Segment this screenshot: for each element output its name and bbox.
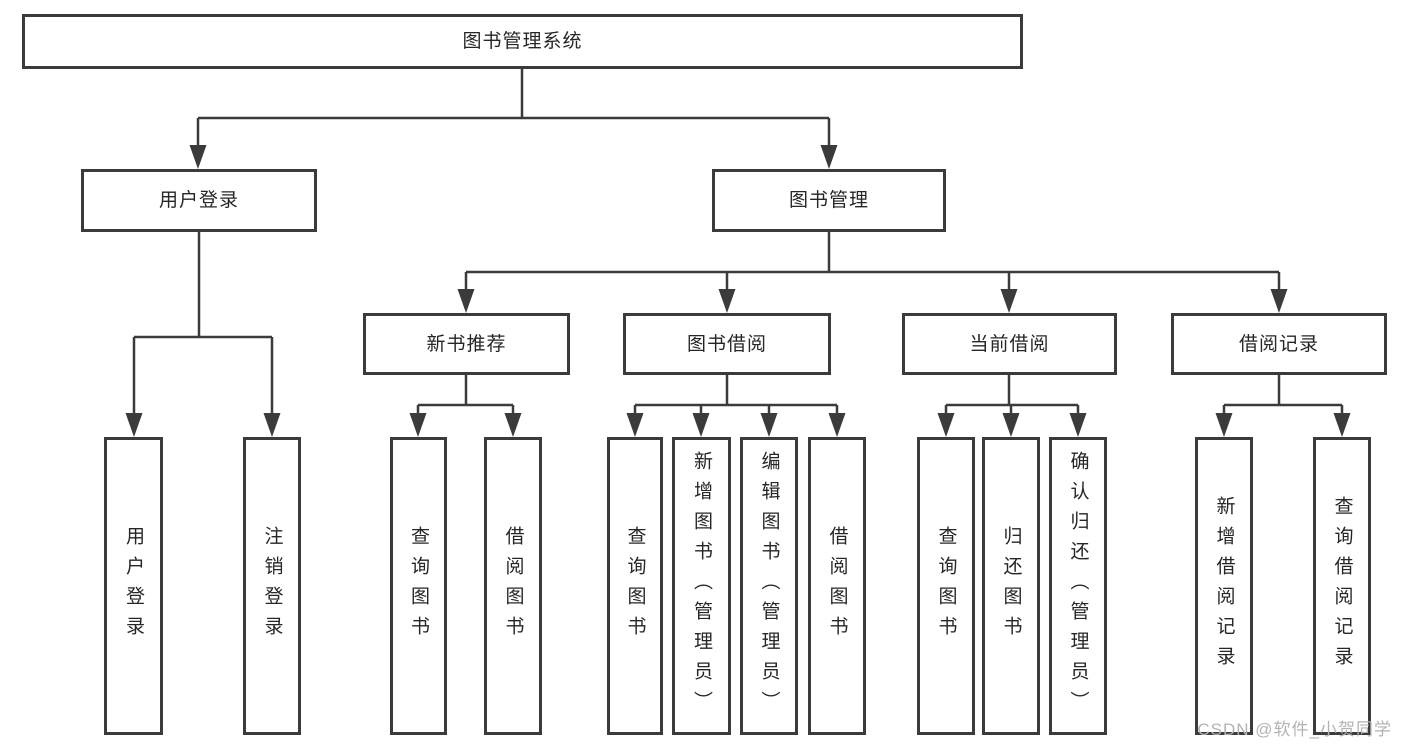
node-user-login-label: 用户登录 <box>158 190 239 211</box>
leaf-user-login: 用户登录 <box>104 437 163 735</box>
leaf-borrow-books: 借阅图书 <box>808 437 866 735</box>
leaf-query-books-recommend-label: 查询图书 <box>408 526 429 646</box>
node-root-system: 图书管理系统 <box>22 14 1023 69</box>
node-book-management-label: 图书管理 <box>788 190 869 211</box>
node-user-login: 用户登录 <box>81 169 317 232</box>
node-book-management: 图书管理 <box>712 169 946 232</box>
node-new-book-recommend-label: 新书推荐 <box>426 333 507 355</box>
node-root-system-label: 图书管理系统 <box>462 31 583 52</box>
node-current-borrow: 当前借阅 <box>902 313 1117 375</box>
leaf-query-books-current-label: 查询图书 <box>935 526 957 646</box>
leaf-confirm-return-admin-label: 确认归还（管理员） <box>1067 451 1089 721</box>
leaf-logout: 注销登录 <box>243 437 301 735</box>
leaf-query-books-recommend: 查询图书 <box>390 437 447 735</box>
leaf-borrow-books-recommend-label: 借阅图书 <box>502 526 524 646</box>
arrowheads <box>125 145 1351 437</box>
node-new-book-recommend: 新书推荐 <box>363 313 570 375</box>
leaf-return-books: 归还图书 <box>982 437 1040 735</box>
leaf-query-books-borrow: 查询图书 <box>607 437 663 735</box>
leaf-borrow-books-label: 借阅图书 <box>826 526 848 646</box>
leaf-edit-books-admin: 编辑图书（管理员） <box>740 437 798 735</box>
leaf-query-books-borrow-label: 查询图书 <box>624 526 646 646</box>
leaf-user-login-label: 用户登录 <box>123 526 144 646</box>
leaf-query-borrow-record-label: 查询借阅记录 <box>1331 496 1353 676</box>
leaf-confirm-return-admin: 确认归还（管理员） <box>1049 437 1107 735</box>
leaf-add-borrow-record: 新增借阅记录 <box>1195 437 1253 735</box>
node-current-borrow-label: 当前借阅 <box>969 333 1050 355</box>
csdn-watermark: CSDN @软件_小贺同学 <box>1197 720 1392 739</box>
leaf-borrow-books-recommend: 借阅图书 <box>484 437 542 735</box>
node-borrow-records-label: 借阅记录 <box>1238 333 1319 355</box>
leaf-add-books-admin: 新增图书（管理员） <box>672 437 731 735</box>
leaf-add-borrow-record-label: 新增借阅记录 <box>1213 496 1235 676</box>
leaf-logout-label: 注销登录 <box>261 526 283 646</box>
leaf-query-borrow-record: 查询借阅记录 <box>1313 437 1371 735</box>
node-book-borrow: 图书借阅 <box>623 313 831 375</box>
node-book-borrow-label: 图书借阅 <box>686 333 767 355</box>
connector-paths <box>132 69 1344 415</box>
leaf-edit-books-admin-label: 编辑图书（管理员） <box>758 451 780 721</box>
leaf-add-books-admin-label: 新增图书（管理员） <box>691 451 712 721</box>
leaf-query-books-current: 查询图书 <box>917 437 975 735</box>
leaf-return-books-label: 归还图书 <box>1000 526 1022 646</box>
node-borrow-records: 借阅记录 <box>1171 313 1387 375</box>
